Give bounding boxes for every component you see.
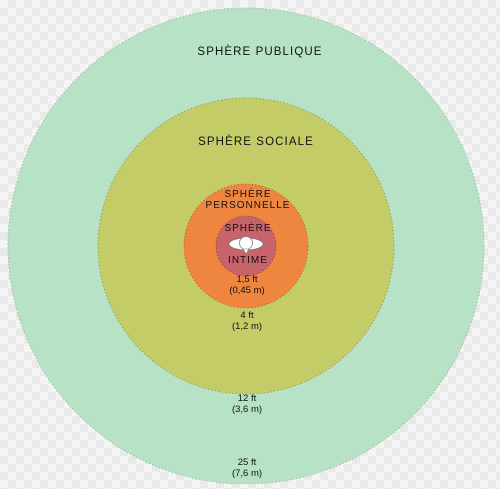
person-top-view-icon xyxy=(228,236,264,255)
public-distance-ft: 25 ft xyxy=(238,457,257,468)
social-distance-ft: 12 ft xyxy=(238,393,257,404)
personal-distance-m: (1,2 m) xyxy=(232,321,262,332)
social-distance-m: (3,6 m) xyxy=(232,404,262,415)
personal-zone-label-line1: SPHÈRE xyxy=(224,187,271,200)
intimate-distance-m: (0,45 m) xyxy=(229,285,264,296)
public-zone-label: SPHÈRE PUBLIQUE xyxy=(197,45,322,58)
social-zone-label: SPHÈRE SOCIALE xyxy=(198,135,314,148)
intimate-zone-label-line1: SPHÈRE xyxy=(224,221,271,234)
personal-distance-ft: 4 ft xyxy=(240,310,254,321)
intimate-zone-label-line2: INTIME xyxy=(228,255,268,266)
personal-zone-label-line2: PERSONNELLE xyxy=(206,200,291,211)
intimate-distance-ft: 1,5 ft xyxy=(236,274,257,285)
public-distance-m: (7,6 m) xyxy=(232,468,262,479)
